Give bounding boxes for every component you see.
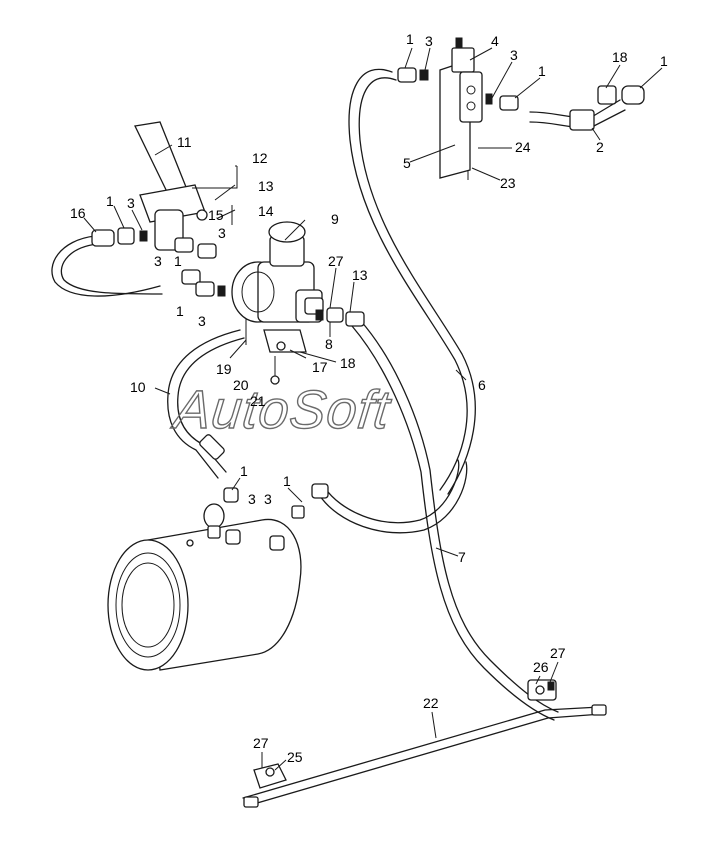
hose-6 [348, 68, 476, 495]
label-6: 6 [478, 377, 486, 393]
fittings-pedal-lower [174, 237, 226, 297]
air-tank [107, 518, 302, 671]
label-17: 17 [312, 359, 328, 375]
label-7: 7 [458, 549, 466, 565]
hose-10 [167, 329, 245, 479]
small-bolts-20-21 [270, 356, 280, 385]
label-18: 18 [612, 49, 628, 65]
label-14: 14 [258, 203, 274, 219]
hose-7 [351, 319, 559, 721]
label-23: 23 [500, 175, 516, 191]
clip-25-27 [253, 763, 287, 789]
label-11: 11 [177, 134, 192, 150]
label-13: 13 [352, 267, 368, 283]
label-3: 3 [264, 491, 272, 507]
label-26: 26 [533, 659, 549, 675]
label-1: 1 [176, 303, 184, 319]
label-27: 27 [328, 253, 344, 269]
label-13: 13 [258, 178, 274, 194]
label-3: 3 [425, 33, 433, 49]
label-5: 5 [403, 155, 411, 171]
label-1: 1 [106, 193, 114, 209]
label-10: 10 [130, 379, 146, 395]
leader-lines [83, 47, 663, 771]
label-8: 8 [325, 336, 333, 352]
hose-tank-return [319, 459, 468, 534]
pedal-11 [134, 121, 238, 251]
fitting-1-top-right [485, 93, 519, 111]
autosoft-watermark: AutoSoft [169, 380, 394, 440]
label-2: 2 [596, 139, 604, 155]
label-4: 4 [491, 33, 499, 49]
fitting-1-top-left [397, 67, 429, 83]
label-1: 1 [660, 53, 668, 69]
callout-labels: 1 3 4 3 1 18 1 2 24 5 23 11 12 13 14 15 … [70, 31, 668, 765]
clip-26-27 [527, 679, 557, 701]
pipe-2 [529, 99, 626, 131]
label-25: 25 [287, 749, 303, 765]
label-18: 18 [340, 355, 356, 371]
fittings-booster-right [315, 307, 365, 327]
tank-valve-left [203, 487, 241, 545]
label-9: 9 [331, 211, 339, 227]
label-1: 1 [538, 63, 546, 79]
label-3: 3 [510, 47, 518, 63]
label-12: 12 [252, 150, 268, 166]
label-3: 3 [127, 195, 135, 211]
label-1: 1 [174, 253, 182, 269]
label-1: 1 [240, 463, 248, 479]
pipe-22 [242, 704, 607, 808]
label-15: 15 [208, 207, 224, 223]
label-1: 1 [406, 31, 414, 47]
label-3: 3 [218, 225, 226, 241]
label-20: 20 [233, 377, 249, 393]
label-3: 3 [154, 253, 162, 269]
booster-9 [231, 221, 324, 353]
label-21: 21 [250, 393, 266, 409]
valve-bracket-5 [439, 37, 483, 180]
label-16: 16 [70, 205, 86, 221]
label-19: 19 [216, 361, 232, 377]
fittings-16-left [91, 227, 148, 247]
tank-fittings-right [269, 483, 329, 551]
label-3: 3 [198, 313, 206, 329]
label-3: 3 [248, 491, 256, 507]
label-27: 27 [253, 735, 269, 751]
label-27: 27 [550, 645, 566, 661]
label-1: 1 [283, 473, 291, 489]
fitting-18-top [597, 85, 645, 105]
label-22: 22 [423, 695, 439, 711]
label-24: 24 [515, 139, 531, 155]
hose-16 [51, 235, 163, 297]
